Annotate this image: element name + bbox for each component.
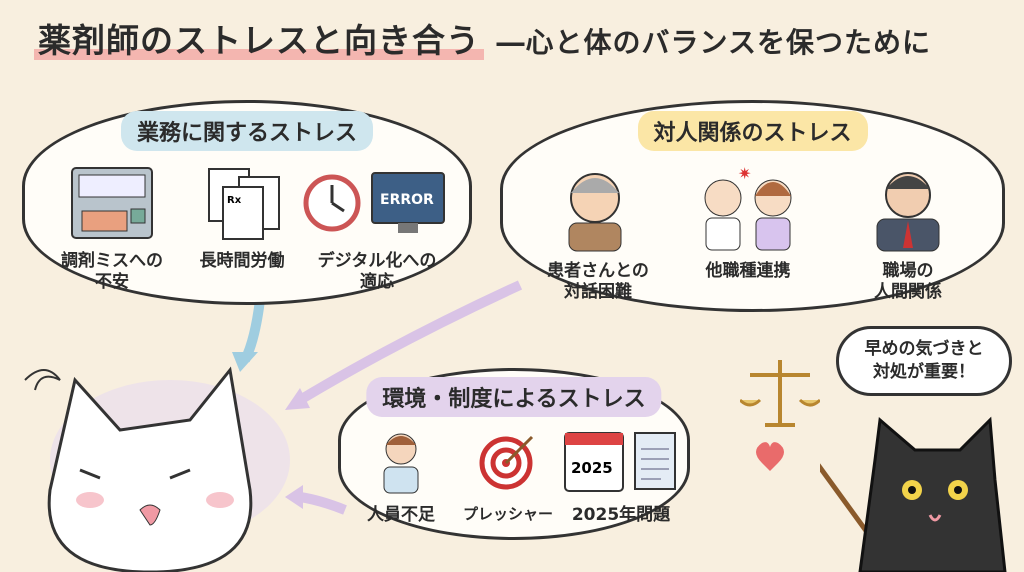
label: デジタル化への	[317, 251, 437, 271]
label: 調剤ミスへの	[61, 251, 163, 271]
black-cat-teacher	[820, 416, 1007, 572]
item-pressure: プレッシャー	[448, 427, 568, 524]
nurses-arguing-icon: ✷	[704, 164, 792, 251]
advice-speech-bubble: 早めの気づきと 対処が重要！	[836, 326, 1012, 396]
label: 適応	[360, 272, 394, 293]
svg-text:Rx: Rx	[227, 195, 242, 206]
svg-text:✷: ✷	[738, 164, 751, 183]
staff-icon	[383, 433, 419, 494]
interpersonal-stress-bubble: 対人関係のストレス 患者さんとの対話困難 ✷ 他職種連携 職場の人間関係	[500, 100, 1005, 312]
svg-text:2025: 2025	[571, 459, 613, 477]
svg-text:ERROR: ERROR	[380, 192, 434, 208]
calendar-document-icon: 2025	[564, 432, 676, 492]
work-stress-bubble: 業務に関するストレス 調剤ミスへの不安 Rx 長時間労働 ERROR デジタル化…	[22, 100, 472, 305]
item-2025: 2025 2025年問題	[556, 427, 686, 526]
dispensing-machine-icon	[71, 167, 153, 239]
label: プレッシャー	[462, 505, 553, 523]
advice-line-2: 対処が重要！	[873, 361, 975, 382]
item-long-hours: Rx 長時間労働	[177, 163, 307, 272]
scales-heart-icons	[740, 360, 820, 471]
label: 職場の	[882, 261, 934, 281]
stress-swirl-icon	[24, 369, 61, 391]
item-collaboration: ✷ 他職種連携	[678, 163, 818, 282]
item-understaffing: 人員不足	[346, 427, 456, 526]
label: 人間関係	[874, 282, 942, 303]
arrow-head	[232, 352, 258, 372]
item-patient: 患者さんとの対話困難	[528, 163, 668, 304]
item-workplace: 職場の人間関係	[838, 163, 978, 304]
environment-stress-bubble: 環境・制度によるストレス 人員不足 プレッシャー 2025 2025年問題	[338, 368, 690, 540]
angry-patient-icon	[568, 173, 622, 252]
item-digital: ERROR デジタル化への適応	[297, 163, 457, 294]
stressed-white-cat	[24, 366, 290, 572]
item-dispensing-error: 調剤ミスへの不安	[47, 163, 177, 294]
angry-boss-icon	[876, 172, 940, 252]
label: 不安	[95, 272, 129, 293]
env-heading: 環境・制度によるストレス	[366, 377, 662, 417]
label: 長時間労働	[199, 251, 285, 271]
page-title: 薬剤師のストレスと向き合う ―心と体のバランスを保つために	[34, 14, 931, 62]
people-heading: 対人関係のストレス	[637, 111, 868, 151]
label: 2025年問題	[571, 505, 671, 525]
clock-computer-icon: ERROR	[303, 172, 445, 233]
title-sub: ―心と体のバランスを保つために	[496, 26, 931, 59]
title-main: 薬剤師のストレスと向き合う	[34, 21, 484, 60]
label: 他職種連携	[705, 261, 791, 281]
advice-line-1: 早めの気づきと	[864, 339, 984, 359]
label: 人員不足	[367, 505, 435, 525]
work-heading: 業務に関するストレス	[120, 111, 374, 151]
target-icon	[479, 435, 534, 490]
label: 患者さんとの	[547, 261, 649, 281]
label: 対話困難	[564, 282, 632, 303]
prescriptions-icon: Rx	[208, 168, 280, 240]
